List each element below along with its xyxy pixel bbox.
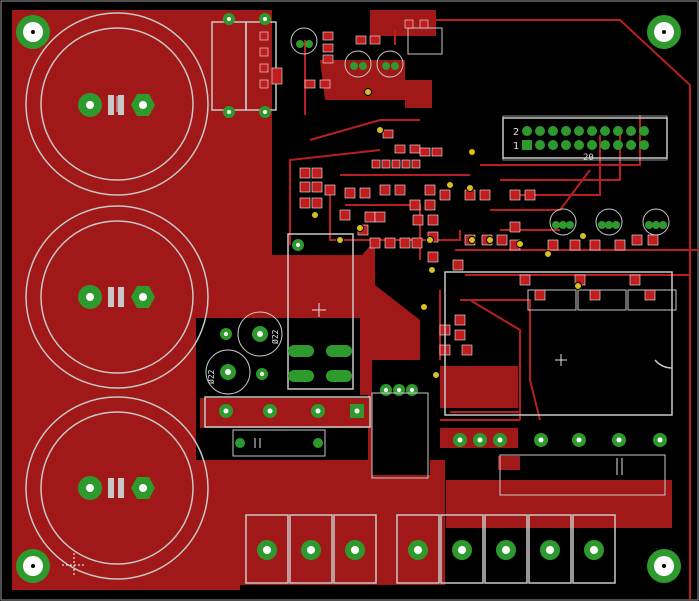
capacitor-c3 [25,396,209,580]
vias [311,88,587,379]
origin-crosshair-icon [62,553,86,577]
filter-capacitors: Ø22 Ø22 [205,311,283,395]
transistor-group-right [527,208,677,311]
copper-small-block [498,456,520,470]
transistor-row-middle [371,384,429,479]
copper-pour-left-lower [12,505,240,590]
cap2-value-label: Ø22 [206,369,216,384]
relay-outline-center [287,233,354,390]
capacitor-c1 [25,12,209,196]
mounting-hole-icon [647,549,681,583]
header-pin20-label: 20 [583,153,594,163]
mounting-hole-icon [647,15,681,49]
fuse-holder-top [211,13,283,118]
pin-header-20: 2 1 20 [502,115,668,163]
copper-pour-top [320,60,432,108]
capacitor-c2 [25,205,209,389]
mounting-hole-icon [16,15,50,49]
terminal-block [245,514,616,584]
mounting-hole-icon [16,549,50,583]
power-pins-right [453,433,667,447]
bridge-rectifier [204,396,371,457]
header-pin2-label: 2 [513,127,519,138]
header-pin1-label: 1 [513,141,519,152]
smd-components [299,19,659,356]
cap1-value-label: Ø22 [270,329,280,344]
copper-pour-bridge [440,366,518,408]
heatsink-outline [444,271,673,496]
copper-pour-right-bottom [446,480,672,528]
